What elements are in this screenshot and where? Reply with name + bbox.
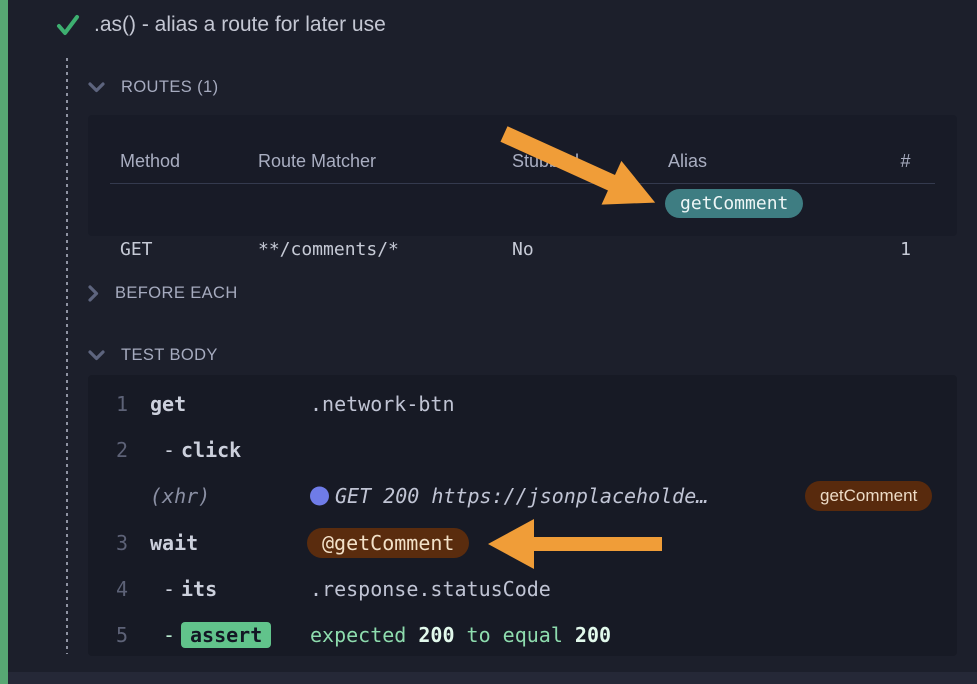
event-message: GET 200 https://jsonplaceholde… (335, 484, 709, 508)
command-name: its (181, 577, 218, 601)
section-header-before-each[interactable]: BEFORE EACH (88, 284, 238, 303)
command-message: .network-btn (310, 392, 455, 416)
assert-actual-value: 200 (418, 623, 455, 647)
route-matcher: **/comments/* (258, 239, 399, 260)
command-message: .response.statusCode (310, 577, 551, 601)
section-label-routes: ROUTES (1) (121, 78, 219, 96)
test-title: .as() - alias a route for later use (94, 13, 386, 36)
col-header-method: Method (120, 151, 181, 171)
command-row-get[interactable]: 1 get .network-btn (88, 384, 957, 424)
col-header-route-matcher: Route Matcher (258, 151, 377, 171)
command-name: click (181, 438, 242, 462)
assert-badge: assert (181, 622, 272, 648)
command-row-wait[interactable]: 3 wait @getComment (88, 523, 957, 563)
test-pass-indicator-border (0, 0, 8, 684)
col-header-alias: Alias (668, 151, 708, 171)
test-header[interactable]: .as() - alias a route for later use (56, 12, 386, 38)
command-number: 2 (115, 438, 128, 462)
command-number: 3 (115, 531, 128, 555)
footer-divider-strip (8, 672, 977, 684)
chevron-down-icon (88, 350, 105, 361)
assert-text: to equal (466, 623, 563, 647)
route-method: GET (120, 239, 153, 260)
child-command-dash: - (163, 623, 176, 647)
assert-text: expected (310, 623, 407, 647)
command-row-click[interactable]: 2 - click (88, 430, 957, 470)
route-alias-badge[interactable]: getComment (665, 189, 804, 218)
xhr-alias-badge[interactable]: getComment (805, 481, 933, 511)
table-header-divider (110, 183, 935, 184)
col-header-stubbed: Stubbed (512, 151, 580, 171)
command-log-panel: 1 get .network-btn 2 - click (xhr) GET 2… (88, 375, 957, 656)
test-guide-dotted-line (66, 58, 68, 654)
command-name: get (150, 392, 187, 416)
section-label-before-each: BEFORE EACH (115, 284, 238, 302)
command-name: wait (150, 531, 199, 555)
xhr-indicator-dot (310, 486, 329, 506)
section-header-test-body[interactable]: TEST BODY (88, 346, 218, 365)
command-row-xhr-event[interactable]: (xhr) GET 200 https://jsonplaceholde… ge… (88, 476, 957, 516)
routes-table: Method Route Matcher Stubbed Alias # GET… (88, 115, 957, 260)
route-count: 1 (900, 239, 911, 260)
command-row-its[interactable]: 4 - its .response.statusCode (88, 569, 957, 609)
wait-alias-badge[interactable]: @getComment (307, 528, 470, 558)
child-command-dash: - (163, 577, 176, 601)
assert-message: expected 200 to equal 200 (310, 623, 611, 647)
section-label-test-body: TEST BODY (121, 346, 218, 364)
command-number: 5 (115, 623, 128, 647)
command-number: 1 (115, 392, 128, 416)
section-header-routes[interactable]: ROUTES (1) (88, 78, 219, 97)
child-command-dash: - (163, 438, 176, 462)
event-name: (xhr) (150, 484, 211, 508)
chevron-right-icon (88, 285, 99, 302)
col-header-count: # (900, 151, 911, 171)
assert-expected-value: 200 (574, 623, 612, 647)
pass-checkmark-icon (57, 15, 79, 35)
chevron-down-icon (88, 82, 105, 93)
command-number: 4 (115, 577, 128, 601)
command-row-assert[interactable]: 5 - assert expected 200 to equal 200 (88, 615, 957, 655)
route-stubbed: No (512, 239, 534, 260)
